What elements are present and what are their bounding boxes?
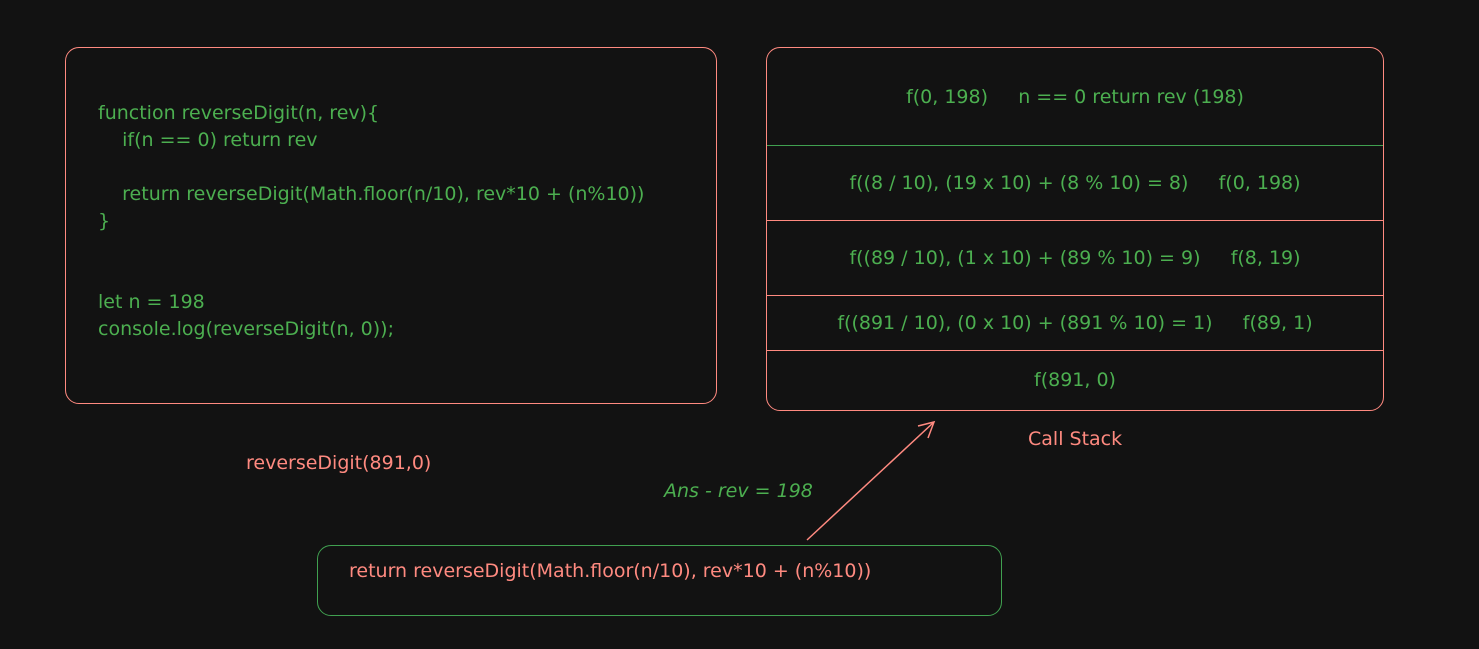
stack-frame-bottom: f(891, 0) <box>1034 369 1116 391</box>
stack-frame: f((8 / 10), (19 x 10) + (8 % 10) = 8) f(… <box>849 172 1301 194</box>
code-line: return reverseDigit(Math.floor(n/10), re… <box>98 183 645 205</box>
code-line: } <box>98 210 111 232</box>
return-statement-box: return reverseDigit(Math.floor(n/10), re… <box>317 545 1002 616</box>
code-line: console.log(reverseDigit(n, 0)); <box>98 318 394 340</box>
arrow-head <box>917 420 936 439</box>
stack-frame: f((891 / 10), (0 x 10) + (891 % 10) = 1)… <box>837 311 1313 334</box>
stack-divider <box>767 350 1383 351</box>
stack-frame: f((89 / 10), (1 x 10) + (89 % 10) = 9) f… <box>849 247 1301 269</box>
answer-label: Ans - rev = 198 <box>664 480 813 502</box>
stack-frame-top: f(0, 198) n == 0 return rev (198) <box>906 85 1244 108</box>
arrow-shaft <box>806 421 935 541</box>
code-block: function reverseDigit(n, rev){ if(n == 0… <box>98 100 644 343</box>
call-stack-label: Call Stack <box>1028 428 1123 450</box>
code-box: function reverseDigit(n, rev){ if(n == 0… <box>65 47 717 404</box>
initial-call-label: reverseDigit(891,0) <box>246 452 432 474</box>
return-statement: return reverseDigit(Math.floor(n/10), re… <box>349 560 872 582</box>
code-line: function reverseDigit(n, rev){ <box>98 102 380 124</box>
stack-divider <box>767 145 1383 146</box>
code-line: let n = 198 <box>98 291 205 313</box>
call-stack-box: f(0, 198) n == 0 return rev (198) f((8 /… <box>766 47 1384 411</box>
stack-divider <box>767 220 1383 221</box>
stack-divider <box>767 295 1383 296</box>
code-line: if(n == 0) return rev <box>98 129 318 151</box>
